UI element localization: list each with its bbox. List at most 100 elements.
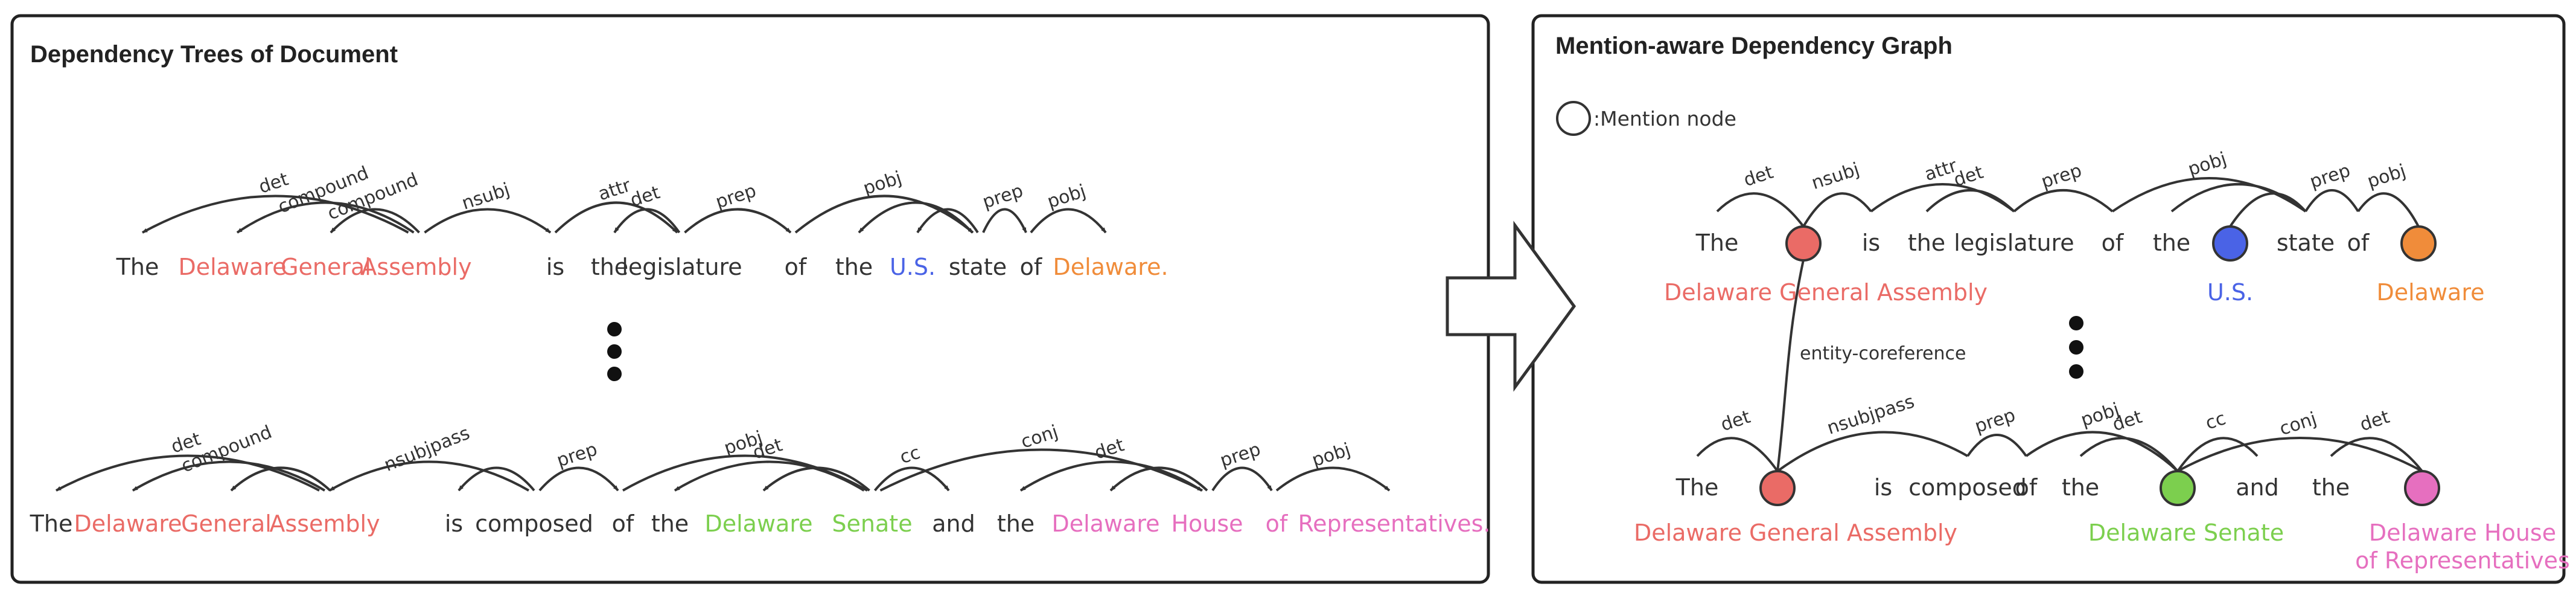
word: of [785, 254, 808, 280]
mention-node-icon [2400, 225, 2437, 262]
word: composed [475, 510, 593, 537]
mention-node-label: Delaware General Assembly [1634, 519, 1957, 546]
graph-edge [2079, 437, 2179, 472]
graph-edge [2025, 431, 2179, 472]
word: is [445, 510, 463, 537]
dependency-arc [230, 466, 331, 492]
graph-edge [1716, 192, 1805, 228]
coreference-label: entity-coreference [1800, 343, 1966, 364]
dependency-arc [1211, 466, 1273, 492]
transform-arrow-icon [1446, 220, 1577, 392]
word: The [1695, 230, 1739, 256]
mention-node-label: U.S. [2207, 279, 2253, 306]
word: of [1266, 510, 1289, 537]
graph-edge [1966, 434, 2027, 457]
mention-node-icon [2212, 225, 2248, 262]
right-ellipsis-icon [2069, 316, 2083, 379]
dependency-arc [554, 201, 678, 234]
word: Assembly [269, 510, 380, 537]
word: of [612, 510, 635, 537]
dependency-arc [236, 201, 415, 234]
arc-label: prep [1217, 439, 1263, 471]
arc-label: pobj [1309, 439, 1353, 471]
word: The [30, 510, 73, 537]
dependency-arc [142, 195, 409, 234]
edge-label: prep [2307, 160, 2353, 193]
edge-label: det [1741, 162, 1776, 191]
word: is [546, 254, 564, 280]
dependency-arc [794, 195, 974, 234]
word: the [651, 510, 689, 537]
edge-label: det [1718, 407, 1753, 436]
right-panel-title: Mention-aware Dependency Graph [1555, 33, 1953, 59]
edge-label: pobj [2365, 160, 2408, 192]
edge-label: prep [1972, 405, 2018, 437]
arc-label: cc [897, 442, 923, 468]
arc-label: prep [980, 180, 1026, 213]
word: Delaware [74, 510, 182, 537]
dependency-arc [879, 448, 1203, 492]
coreference-edge-line [1776, 259, 1805, 472]
mention-node-icon [2160, 470, 2196, 506]
word: Senate [832, 510, 912, 537]
dependency-arc [1275, 466, 1391, 492]
graph-edge [2304, 189, 2359, 213]
word: the [2312, 474, 2350, 501]
legend-label: :Mention node [1593, 107, 1736, 130]
arc-label: pobj [861, 167, 904, 199]
dependency-arc [873, 466, 950, 492]
word: legislature [1954, 230, 2074, 256]
word: The [1675, 474, 1719, 501]
word: of [2347, 230, 2370, 256]
graph-edge [2229, 192, 2307, 228]
edge-label: conj [2277, 408, 2319, 440]
word: the [1908, 230, 1945, 256]
arc-label: pobj [1045, 181, 1088, 213]
graph-edge [1802, 192, 1872, 228]
edge-label: pobj [2185, 148, 2229, 180]
word: of [2015, 474, 2038, 501]
dependency-arc [1109, 466, 1208, 492]
dependency-arc [56, 454, 320, 492]
dependency-arc [1030, 208, 1107, 234]
word: the [2153, 230, 2190, 256]
graph-edge [2170, 183, 2307, 213]
word: is [1874, 474, 1892, 501]
word: The [116, 254, 159, 280]
word: Delaware [178, 254, 286, 280]
word: U.S. [890, 254, 936, 280]
word: Delaware [1051, 510, 1159, 537]
dependency-arc [424, 208, 552, 234]
dependency-arc [330, 208, 420, 234]
dependency-arc [1019, 460, 1203, 492]
graph-edge [2177, 437, 2423, 472]
graph-edge [2176, 437, 2259, 472]
word: the [997, 510, 1035, 537]
dependency-arc [132, 460, 326, 492]
word: and [2236, 474, 2279, 501]
arc-label: nsubjpass [381, 422, 473, 476]
word: Assembly [361, 254, 471, 280]
legend-mention-node-icon [1556, 101, 1591, 136]
dependency-arc [613, 208, 681, 234]
dependency-arc [916, 208, 979, 234]
word: legislature [622, 254, 742, 280]
dependency-arc [858, 201, 974, 234]
left-ellipsis-icon [607, 322, 622, 381]
word: is [1862, 230, 1880, 256]
mention-node-icon [2404, 470, 2440, 506]
arc-label: conj [1018, 421, 1060, 453]
edge-label: prep [2039, 160, 2085, 193]
arc-label: det [628, 182, 663, 211]
dependency-arc [684, 208, 792, 234]
mention-node-label: Delaware [2376, 279, 2484, 306]
dependency-arc [538, 466, 619, 492]
graph-edge [1776, 431, 1968, 472]
